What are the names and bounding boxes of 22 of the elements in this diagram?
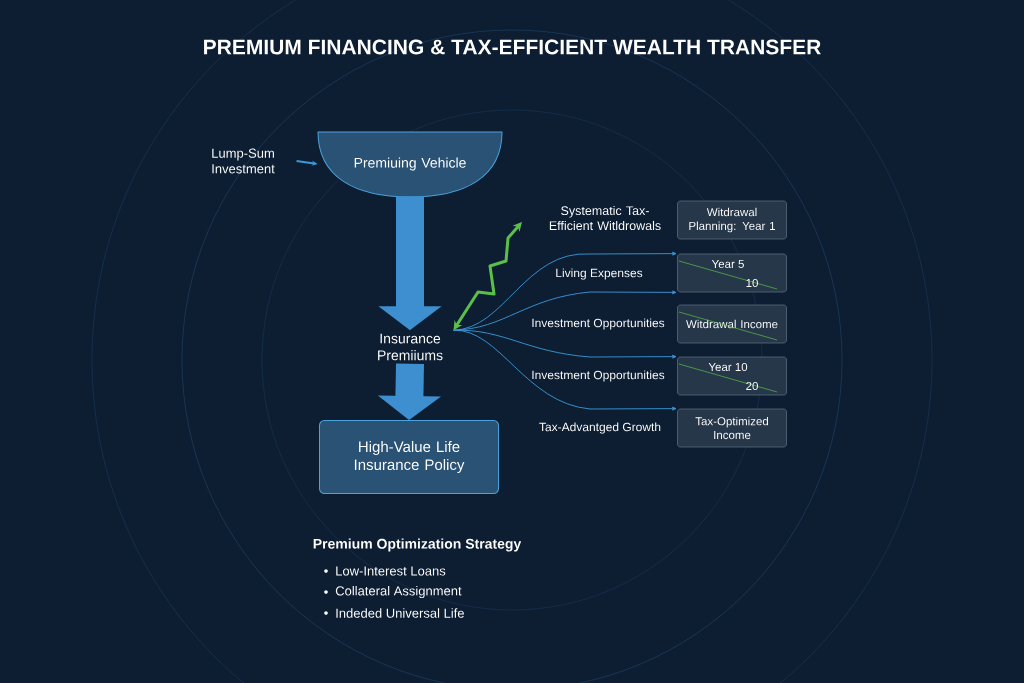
policy-box: High-Value Life Insurance Policy [319,420,499,494]
info-panel: Witdrawal Planning: Year 1 [677,200,787,240]
list-item: Low-Interest Loans [336,566,446,576]
flow-label: Living Expenses [556,268,643,280]
list-item: Indeded Universal Life [336,608,464,618]
flow-label: Investment Opportunities [532,370,665,382]
flow-label: Investment Opportunities [532,318,665,330]
list-item: Collateral Assignment [335,585,462,599]
flow-text: Lump-Sum Investment [212,148,275,174]
curved-arrow [453,329,677,359]
flow-label: Systematic Tax-Efficient Witldrowals [549,205,661,231]
section-heading: Premium Optimization Strategy [313,538,522,552]
curved-arrow [453,329,677,411]
info-panel: Tax-Optimized Income [677,408,787,448]
vehicle-bowl: Premiuing Vehicle [317,131,503,198]
title: PREMIUM FINANCING & TAX-EFFICIENT WEALTH TRANSFER [204,39,821,55]
info-panel: Year 10 20 [677,356,787,396]
info-panel: Witdrawal Income [677,304,787,344]
info-panel: Year 5 10 [677,253,787,293]
flow-label: Tax-Advantged Growth [539,422,661,434]
curved-arrow [453,290,677,331]
flow-text: Insurance Premiiums [378,333,443,361]
